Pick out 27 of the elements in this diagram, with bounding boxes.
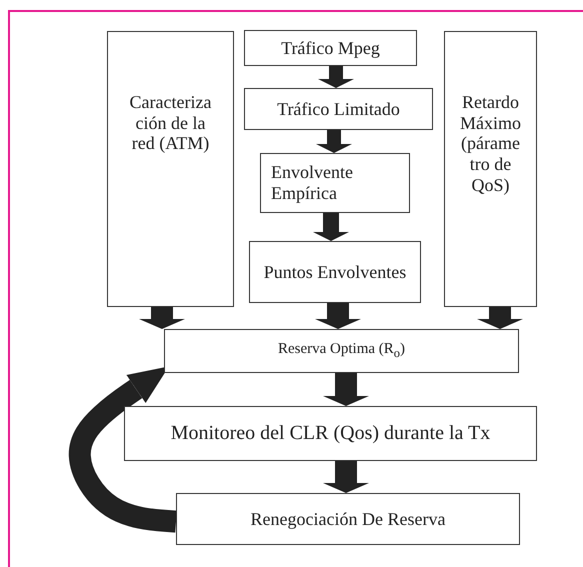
curved-arrow bbox=[68, 366, 177, 533]
block-arrow bbox=[318, 66, 354, 88]
block-arrow bbox=[313, 213, 349, 241]
box-label: Tráfico Mpeg bbox=[281, 38, 380, 58]
block-arrow bbox=[477, 307, 523, 329]
process-box bbox=[124, 406, 537, 461]
block-arrow bbox=[139, 307, 185, 329]
box-label: Reserva Optima (R$_{o}$) bbox=[278, 341, 406, 361]
box-label: Puntos Envolventes bbox=[264, 262, 406, 282]
process-box bbox=[107, 31, 234, 307]
block-arrow bbox=[323, 461, 369, 493]
box-label: Envolvente Empírica bbox=[271, 162, 354, 204]
process-box bbox=[164, 329, 519, 373]
process-box bbox=[444, 31, 537, 307]
process-box bbox=[244, 88, 433, 130]
process-box bbox=[260, 153, 410, 213]
box-label: Renegociación De Reserva bbox=[250, 508, 446, 530]
box-label: Caracteriza ción de la red (ATM) bbox=[128, 92, 212, 154]
block-arrow bbox=[316, 130, 352, 153]
process-box bbox=[249, 241, 421, 303]
process-box bbox=[244, 30, 417, 66]
block-arrow bbox=[323, 373, 369, 406]
box-label: Monitoreo del CLR (Qos) durante la Tx bbox=[170, 422, 490, 445]
box-label: Retardo Máximo (párame tro de QoS) bbox=[459, 92, 522, 196]
block-arrow bbox=[315, 303, 361, 329]
process-box bbox=[176, 493, 520, 545]
box-label: Tráfico Limitado bbox=[277, 98, 400, 120]
